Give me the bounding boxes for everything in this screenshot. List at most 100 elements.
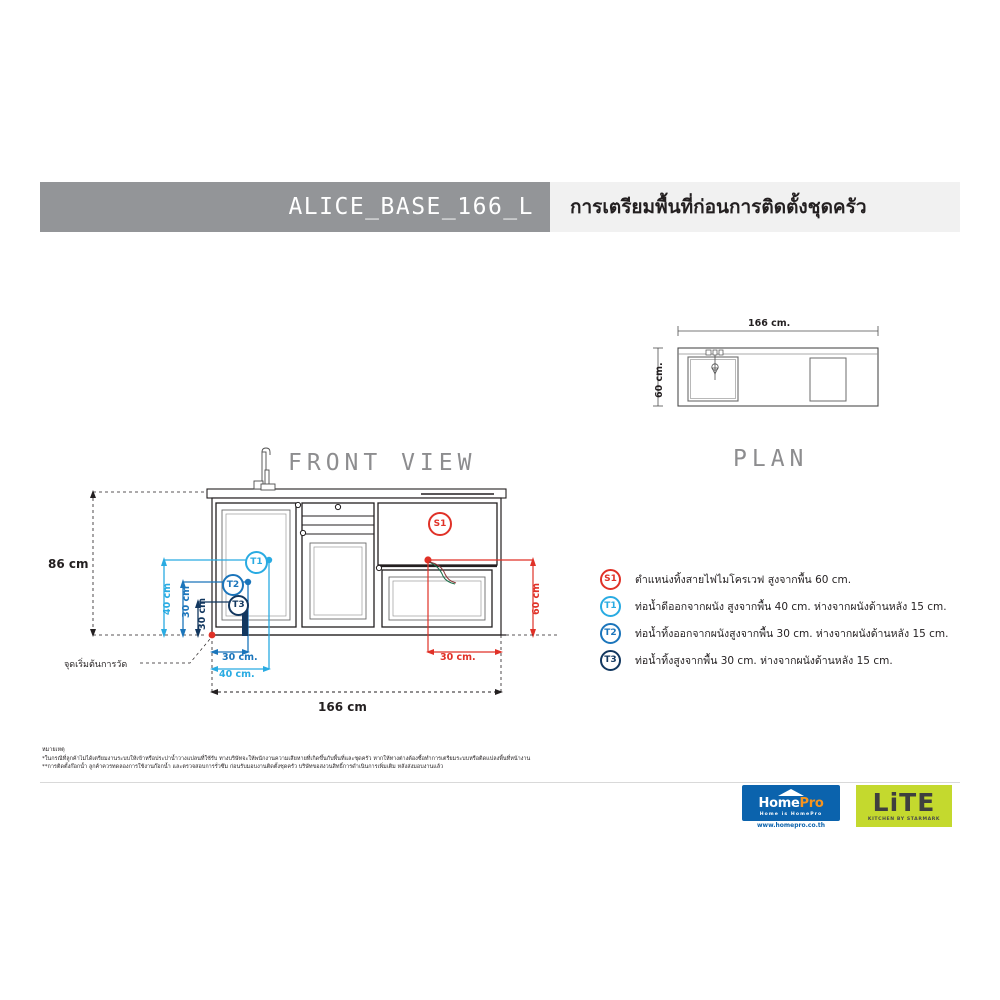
legend-badge-t3: T3 <box>600 650 621 671</box>
front-right-drawer-panel-inner <box>392 580 482 617</box>
t2-height-arrow-bottom <box>180 629 186 638</box>
callout-badge-t3: T3 <box>228 595 249 616</box>
front-right-drawer-panel-outer <box>388 576 486 621</box>
legend-badge-s1: S1 <box>600 569 621 590</box>
plan-view-title: PLAN <box>733 446 809 472</box>
front-left-door-knob <box>294 501 302 509</box>
header-code-block: ALICE_BASE_166_L <box>40 182 550 232</box>
plan-faucet-body <box>712 349 718 356</box>
front-view-title: FRONT VIEW <box>288 450 477 476</box>
t2-point <box>244 578 252 586</box>
header-bar: ALICE_BASE_166_L การเตรียมพื้นที่ก่อนการ… <box>40 182 960 232</box>
legend-badge-s1-code: S1 <box>604 574 617 584</box>
callout-badge-t1-label: T1 <box>250 557 263 567</box>
footer-note-line-1: *ในกรณีที่ลูกค้าไม่ได้เตรียมงานระบบให้เข… <box>42 755 531 762</box>
dim-label-86cm: 86 cm <box>48 557 89 571</box>
dim-label-166cm: 166 cm <box>318 700 367 714</box>
legend-text-t3: ท่อน้ำทิ้งสูงจากพื้น 30 cm. ห่างจากผนังด… <box>635 655 893 667</box>
plan-dim-label-depth: 60 cm. <box>654 362 665 398</box>
dim-label-t1-offset: 40 cm. <box>219 669 255 680</box>
plan-hob <box>809 357 847 402</box>
dim166-arrow-right <box>495 689 503 695</box>
homepro-logo: HomePro Home is HomePro <box>742 785 840 821</box>
dim86-arrow-bottom <box>90 629 96 637</box>
legend-badge-t1: T1 <box>600 596 621 617</box>
plan-sink-inner <box>690 359 736 399</box>
front-view-group <box>206 447 507 636</box>
legend-row-t1: T1 ท่อน้ำดีออกจากผนัง สูงจากพื้น 40 cm. … <box>600 593 990 620</box>
dim-label-t3-height: 30 cm <box>197 597 208 630</box>
t1-offset-arrow-left <box>210 666 218 672</box>
legend-badge-t2: T2 <box>600 623 621 644</box>
house-roof-icon <box>778 789 804 796</box>
footer-note: หมายเหตุ *ในกรณีที่ลูกค้าไม่ได้เตรียมงาน… <box>42 746 742 772</box>
callout-badge-t1: T1 <box>245 551 268 574</box>
front-faucet <box>253 447 276 491</box>
plan-sink-outer <box>687 356 739 402</box>
plan-dim-label-width: 166 cm. <box>748 318 791 329</box>
homepro-tagline: Home is HomePro <box>759 812 823 817</box>
front-middle-door-panel-inner <box>313 546 363 616</box>
header-title-block: การเตรียมพื้นที่ก่อนการติดตั้งชุดครัว <box>550 182 960 232</box>
t1-height-arrow-bottom <box>161 629 167 638</box>
footer-note-heading: หมายเหตุ <box>42 747 65 753</box>
s1-height-arrow-top <box>530 557 536 566</box>
front-countertop <box>206 488 507 499</box>
plan-faucet-hole-right <box>718 349 724 356</box>
lite-logo: LiTE KITCHEN BY STARMARK <box>856 785 952 827</box>
legend-text-t2: ท่อน้ำทิ้งออกจากผนังสูงจากพื้น 30 cm. ห่… <box>635 628 949 640</box>
product-code: ALICE_BASE_166_L <box>288 194 534 220</box>
legend-badge-t3-code: T3 <box>604 655 617 665</box>
t2-offset-arrow-left <box>210 649 218 655</box>
footer-note-line-2: **การติดตั้งก๊อกน้ำ ลูกค้าควรทดลองการใช้… <box>42 764 444 771</box>
faucet-base <box>260 483 276 491</box>
dim-label-t2-height: 30 cm <box>181 585 192 618</box>
s1-cable-brown <box>428 561 457 584</box>
s1-offset-arrow-left <box>426 649 434 655</box>
dim-label-s1-height: 60 cm <box>531 582 542 615</box>
legend-badge-t2-code: T2 <box>604 628 617 638</box>
homepro-word-home: Home <box>758 796 800 811</box>
front-middle-knob-top <box>334 503 342 511</box>
legend-row-t3: T3 ท่อน้ำทิ้งสูงจากพื้น 30 cm. ห่างจากผน… <box>600 647 990 674</box>
t1-offset-arrow-right <box>263 666 271 672</box>
callout-badge-s1: S1 <box>428 512 452 536</box>
legend-text-t1: ท่อน้ำดีออกจากผนัง สูงจากพื้น 40 cm. ห่า… <box>635 601 947 613</box>
plan-faucet-tip <box>711 367 719 375</box>
dim-label-t2-offset: 30 cm. <box>222 652 258 663</box>
plan-faucet-aerator <box>711 363 719 371</box>
front-middle-knob-mid <box>299 529 307 537</box>
callout-badge-t3-label: T3 <box>232 600 245 610</box>
s1-offset-arrow-right <box>495 649 503 655</box>
origin-leader-line <box>140 638 211 664</box>
page-title: การเตรียมพื้นที่ก่อนการติดตั้งชุดครัว <box>570 196 867 218</box>
dim-label-s1-offset: 30 cm. <box>440 652 476 663</box>
dim86-arrow-top <box>90 490 96 498</box>
callout-badge-t2-label: T2 <box>226 579 240 590</box>
front-right-lower-drawer <box>381 569 493 628</box>
t1-height-arrow-top <box>161 557 167 566</box>
legend-text-s1: ตำแหน่งทิ้งสายไฟไมโครเวฟ สูงจากพื้น 60 c… <box>635 574 852 586</box>
faucet-column <box>261 451 267 487</box>
footer-divider <box>40 782 960 783</box>
s1-cable-green <box>428 561 456 585</box>
faucet-base-left <box>253 480 264 490</box>
callout-badge-t2: T2 <box>222 574 244 596</box>
faucet-handle <box>264 469 270 490</box>
plan-faucet-hole-left <box>705 349 712 356</box>
homepro-word-pro: Pro <box>799 796 824 811</box>
plan-view-group <box>653 326 879 407</box>
legend-row-t2: T2 ท่อน้ำทิ้งออกจากผนังสูงจากพื้น 30 cm.… <box>600 620 990 647</box>
homepro-wordmark: HomePro <box>759 797 824 810</box>
lite-wordmark: LiTE <box>872 788 936 817</box>
front-middle-unit <box>301 502 375 628</box>
t3-height-arrow-bottom <box>195 629 201 638</box>
origin-label: จุดเริ่มต้นการวัด <box>64 660 128 670</box>
legend: S1 ตำแหน่งทิ้งสายไฟไมโครเวฟ สูงจากพื้น 6… <box>600 566 990 674</box>
dim166-arrow-left <box>210 689 218 695</box>
legend-row-s1: S1 ตำแหน่งทิ้งสายไฟไมโครเวฟ สูงจากพื้น 6… <box>600 566 990 593</box>
dim-label-t1-height: 40 cm <box>162 582 173 615</box>
lite-tagline: KITCHEN BY STARMARK <box>867 817 941 822</box>
